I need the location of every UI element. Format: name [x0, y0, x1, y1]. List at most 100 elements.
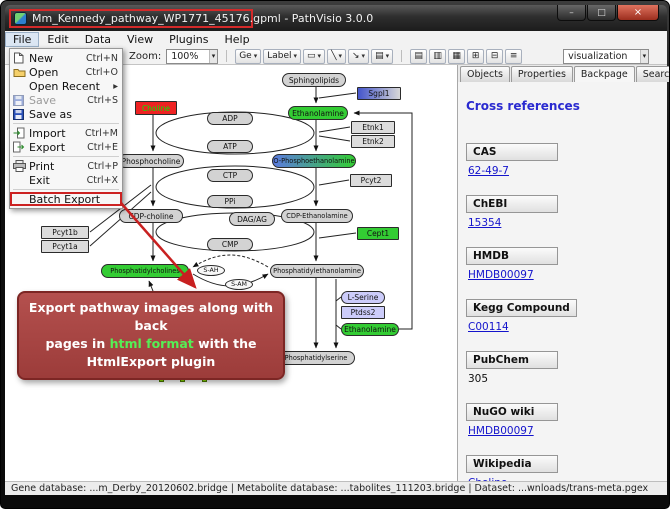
menu-separator [13, 123, 119, 124]
node-ctp-10[interactable]: CTP [207, 169, 253, 182]
close-button[interactable]: × [617, 5, 659, 21]
file-menu-item-batch-export[interactable]: Batch Export [10, 192, 122, 206]
toolbar-separator [401, 50, 403, 62]
node-ethanolamine-3[interactable]: Ethanolamine [288, 106, 348, 120]
node-cmp-19[interactable]: CMP [207, 238, 253, 251]
crossref-link-hmdb00097[interactable]: HMDB00097 [468, 269, 534, 281]
align-center-button[interactable]: ▥ [429, 48, 447, 64]
file-menu-label: New [29, 51, 53, 65]
sidebar-tabs: ObjectsPropertiesBackpageSearchLegend [458, 65, 669, 83]
crossref-link-choline[interactable]: Choline [468, 477, 667, 481]
crossref-link-c00114[interactable]: C00114 [468, 321, 509, 333]
node-pcyt1a-18[interactable]: Pcyt1a [41, 240, 89, 253]
cross-references-heading: Cross references [466, 99, 580, 113]
crossref-link-hmdb00097[interactable]: HMDB00097 [468, 425, 534, 437]
label-tool-icon: Label [267, 51, 292, 61]
zoom-combobox[interactable]: 100% ▾ [166, 48, 219, 64]
node-pcyt1b-17[interactable]: Pcyt1b [41, 226, 89, 239]
menu-edit[interactable]: Edit [47, 33, 69, 46]
node-adp-4[interactable]: ADP [207, 112, 253, 125]
alignment-buttons: ▤ ▥ ▦ ⊞⊟ ≡ [410, 48, 523, 64]
node-dag-ag-14[interactable]: DAG/AG [229, 212, 275, 226]
template-tool[interactable]: ▤▾ [371, 48, 394, 64]
node-phosphocholine-8[interactable]: Phosphocholine [118, 154, 184, 168]
label-tool[interactable]: Label▾ [263, 48, 302, 64]
window-title: Mm_Kennedy_pathway_WP1771_45176.gpml - P… [32, 12, 374, 25]
node-ethanolamine-26[interactable]: Ethanolamine [341, 323, 399, 336]
file-menu-item-open-recent[interactable]: Open Recent▸ [10, 79, 122, 93]
node-sgpl1-1[interactable]: Sgpl1 [357, 87, 401, 100]
distribute-h-button[interactable]: ⊞ [467, 48, 485, 64]
connector-tool[interactable]: ↘▾ [348, 48, 370, 64]
menu-plugins[interactable]: Plugins [169, 33, 209, 46]
crossref-link-15354[interactable]: 15354 [468, 217, 502, 229]
connector-tool-icon: ↘ [352, 51, 360, 61]
node-etnk1-5[interactable]: Etnk1 [351, 121, 395, 134]
minimize-button[interactable]: – [557, 5, 586, 21]
node-s-am-22[interactable]: S-AM [225, 279, 253, 290]
zoom-label: Zoom: [129, 50, 162, 62]
menu-file[interactable]: File [5, 32, 40, 47]
align-left-button[interactable]: ▤ [410, 48, 428, 64]
visualization-combobox[interactable]: visualization ▾ [563, 48, 650, 64]
node-ptdss2-25[interactable]: Ptdss2 [341, 306, 385, 319]
file-menu-label: Print [29, 159, 55, 173]
node-pcyt2-11[interactable]: Pcyt2 [350, 174, 392, 187]
tab-backpage[interactable]: Backpage [573, 66, 635, 83]
file-menu-item-save-as[interactable]: Save as [10, 107, 122, 121]
node-cdp-ethanolamine-15[interactable]: CDP-Ethanolamine [281, 209, 353, 223]
tab-search[interactable]: Search [635, 66, 669, 82]
shape-tool[interactable]: ▭▾ [303, 48, 326, 64]
tab-objects[interactable]: Objects [460, 66, 510, 82]
node-choline-2[interactable]: Choline [135, 101, 177, 115]
node-s-ah-21[interactable]: S-AH [197, 265, 225, 276]
align-grid-button[interactable]: ▦ [448, 48, 466, 64]
distribute-v-button[interactable]: ⊟ [486, 48, 504, 64]
stack-icon: ≡ [509, 51, 518, 61]
section-header-cas: CAS [466, 143, 558, 161]
node-phosphatidylserine-27[interactable]: Phosphatidylserine [277, 351, 355, 365]
gene-product-tool[interactable]: Ge▾ [235, 48, 262, 64]
export-icon [13, 141, 29, 153]
node-ppi-12[interactable]: PPi [207, 195, 253, 208]
align-grid-icon: ▦ [452, 51, 461, 61]
file-menu-shortcut: Ctrl+N [86, 52, 118, 64]
file-menu-label: Import [29, 126, 66, 140]
menu-data[interactable]: Data [84, 33, 111, 46]
node-phosphatidylethanolamine-23[interactable]: Phosphatidylethanolamine [270, 264, 364, 278]
stack-button[interactable]: ≡ [505, 48, 523, 64]
align-left-icon: ▤ [414, 51, 423, 61]
node-phosphatidylcholines-20[interactable]: Phosphatidylcholines [101, 264, 189, 278]
file-menu-item-new[interactable]: New Ctrl+N [10, 51, 122, 65]
crossref-link-62-49-7[interactable]: 62-49-7 [468, 165, 509, 177]
node-atp-7[interactable]: ATP [207, 140, 253, 153]
node-cdp-choline-13[interactable]: CDP-choline [119, 209, 183, 223]
node-sphingolipids-0[interactable]: Sphingolipids [282, 73, 346, 87]
tab-properties[interactable]: Properties [510, 66, 573, 82]
node-l-serine-24[interactable]: L-Serine [341, 291, 385, 304]
node-o-phosphoethanolamine-9[interactable]: O-Phosphoethanolamine [272, 154, 356, 168]
section-header-kegg-compound: Kegg Compound [466, 299, 577, 317]
file-menu-label: Open Recent [29, 79, 100, 93]
line-tool[interactable]: ╲▾ [327, 48, 346, 64]
visualization-value: visualization [568, 50, 628, 62]
tool-buttons: Ge▾Label▾▭▾╲▾↘▾▤▾ [235, 48, 394, 64]
maximize-button[interactable]: □ [587, 5, 616, 21]
chevron-down-icon: ▾ [253, 52, 258, 60]
node-cept1-16[interactable]: Cept1 [357, 227, 399, 240]
menu-help[interactable]: Help [224, 33, 250, 46]
titlebar[interactable]: Mm_Kennedy_pathway_WP1771_45176.gpml - P… [5, 5, 667, 31]
save-disk-icon [13, 94, 29, 106]
callout-text: pages in [45, 336, 110, 352]
menu-view[interactable]: View [127, 33, 154, 46]
node-etnk2-6[interactable]: Etnk2 [351, 135, 395, 148]
section-header-chebi: ChEBI [466, 195, 558, 213]
